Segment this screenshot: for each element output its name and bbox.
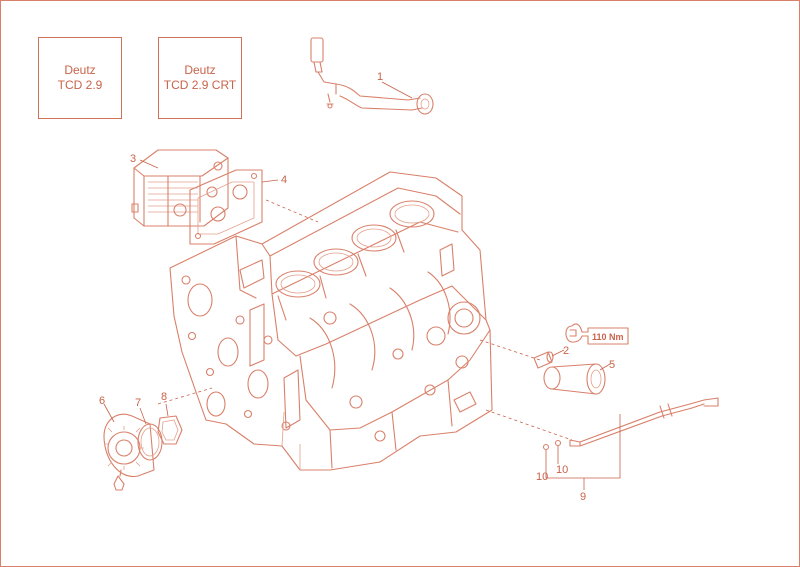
oil-filter[interactable] [543, 363, 606, 395]
callout-1: 1 [377, 71, 383, 83]
oil-cooler[interactable] [131, 149, 229, 227]
variant-box-tcd-2-9[interactable]: Deutz TCD 2.9 [38, 37, 122, 119]
variant-model: TCD 2.9 CRT [163, 78, 237, 92]
variant-box-tcd-2-9-crt[interactable]: Deutz TCD 2.9 CRT [158, 37, 242, 119]
callout-10-second: 10 [556, 464, 568, 476]
oil-pump-gasket[interactable] [137, 423, 163, 461]
callout-8: 8 [161, 391, 167, 403]
dipstick[interactable] [569, 397, 719, 447]
callout-10: 10 [536, 471, 548, 483]
torque-value: 110 Nm [592, 332, 624, 342]
oil-pump[interactable] [103, 413, 155, 491]
variant-make: Deutz [184, 63, 216, 77]
callout-9: 9 [580, 491, 586, 503]
callout-5: 5 [609, 359, 615, 371]
callout-2: 2 [563, 345, 569, 357]
variant-model: TCD 2.9 [57, 78, 103, 92]
oil-filter-nipple[interactable] [533, 351, 554, 369]
leader-lines [103, 81, 621, 490]
variant-make: Deutz [64, 63, 96, 77]
callout-6: 6 [99, 395, 105, 407]
oil-pump-seal[interactable] [157, 415, 183, 445]
oil-filler-pipe[interactable] [310, 37, 434, 115]
torque-badge [565, 323, 629, 345]
callout-3: 3 [130, 153, 136, 165]
dipstick-seals[interactable] [542, 439, 562, 451]
engine-block[interactable] [169, 171, 493, 471]
callout-7: 7 [135, 397, 141, 409]
callout-4: 4 [281, 174, 287, 186]
oil-cooler-gasket[interactable] [189, 169, 263, 245]
alignment-lines [157, 199, 573, 441]
